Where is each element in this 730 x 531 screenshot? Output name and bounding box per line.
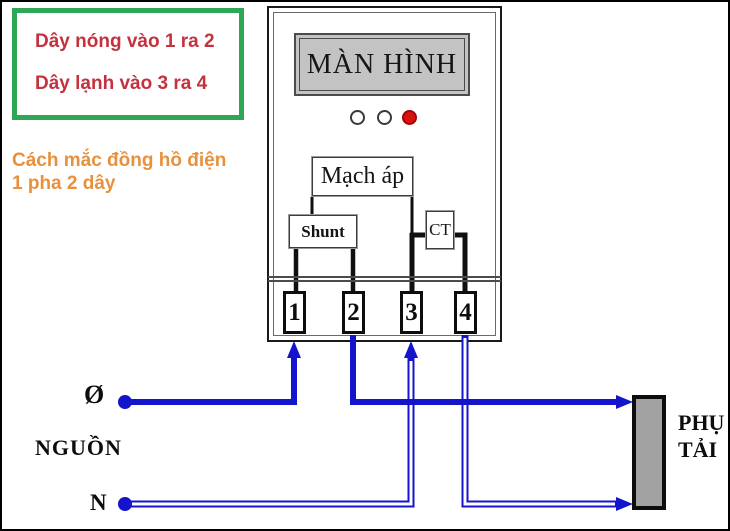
display-label: MÀN HÌNH bbox=[306, 48, 458, 80]
load-label-line2: TẢI bbox=[678, 437, 718, 462]
diagram-caption-line2: 1 pha 2 dây bbox=[12, 173, 116, 194]
meter-display: MÀN HÌNH bbox=[294, 33, 470, 96]
load-label-line1: PHỤ bbox=[678, 410, 725, 435]
led-indicator-3 bbox=[402, 110, 417, 125]
shunt-label: Shunt bbox=[301, 221, 345, 241]
load-box bbox=[632, 395, 666, 510]
load-label: PHỤ TẢI bbox=[678, 409, 724, 463]
phase-terminal-dot bbox=[118, 395, 132, 409]
arrow-into-load-top bbox=[616, 395, 633, 409]
neutral-wire-terminal4-to-load bbox=[461, 335, 619, 508]
diagram-caption-line1: Cách mắc đồng hồ điện bbox=[12, 150, 227, 171]
source-label: NGUỒN bbox=[35, 435, 122, 460]
terminal-strip-divider bbox=[268, 276, 501, 278]
voltage-circuit-label: Mạch áp bbox=[320, 163, 405, 189]
arrow-into-terminal3 bbox=[404, 341, 418, 358]
terminal-2: 2 bbox=[342, 291, 365, 334]
neutral-label: N bbox=[90, 490, 107, 515]
voltage-circuit-box: Mạch áp bbox=[311, 156, 414, 197]
info-box: Dây nóng vào 1 ra 2 Dây lạnh vào 3 ra 4 bbox=[12, 8, 244, 120]
terminal-4: 4 bbox=[454, 291, 477, 334]
ct-label: CT bbox=[429, 220, 451, 239]
neutral-wire-source-to-terminal3 bbox=[125, 358, 415, 508]
neutral-wire-core bbox=[129, 361, 413, 506]
shunt-box: Shunt bbox=[288, 214, 358, 249]
hot-wire-note: Dây nóng vào 1 ra 2 bbox=[35, 31, 215, 52]
ct-box: CT bbox=[425, 210, 455, 250]
arrow-into-load-bottom bbox=[616, 497, 633, 511]
hot-wire-terminal2-to-load bbox=[350, 335, 619, 405]
led-indicator-1 bbox=[350, 110, 365, 125]
cold-wire-note: Dây lạnh vào 3 ra 4 bbox=[35, 73, 208, 94]
neutral-terminal-dot bbox=[118, 497, 132, 511]
arrow-into-terminal1 bbox=[287, 341, 301, 358]
terminal-strip-divider bbox=[268, 280, 501, 282]
terminal-3: 3 bbox=[400, 291, 423, 334]
terminal-1: 1 bbox=[283, 291, 306, 334]
led-indicator-2 bbox=[377, 110, 392, 125]
phase-label: Ø bbox=[84, 380, 105, 409]
hot-wire-source-to-terminal1 bbox=[125, 356, 297, 405]
neutral-wire-core bbox=[463, 338, 615, 506]
